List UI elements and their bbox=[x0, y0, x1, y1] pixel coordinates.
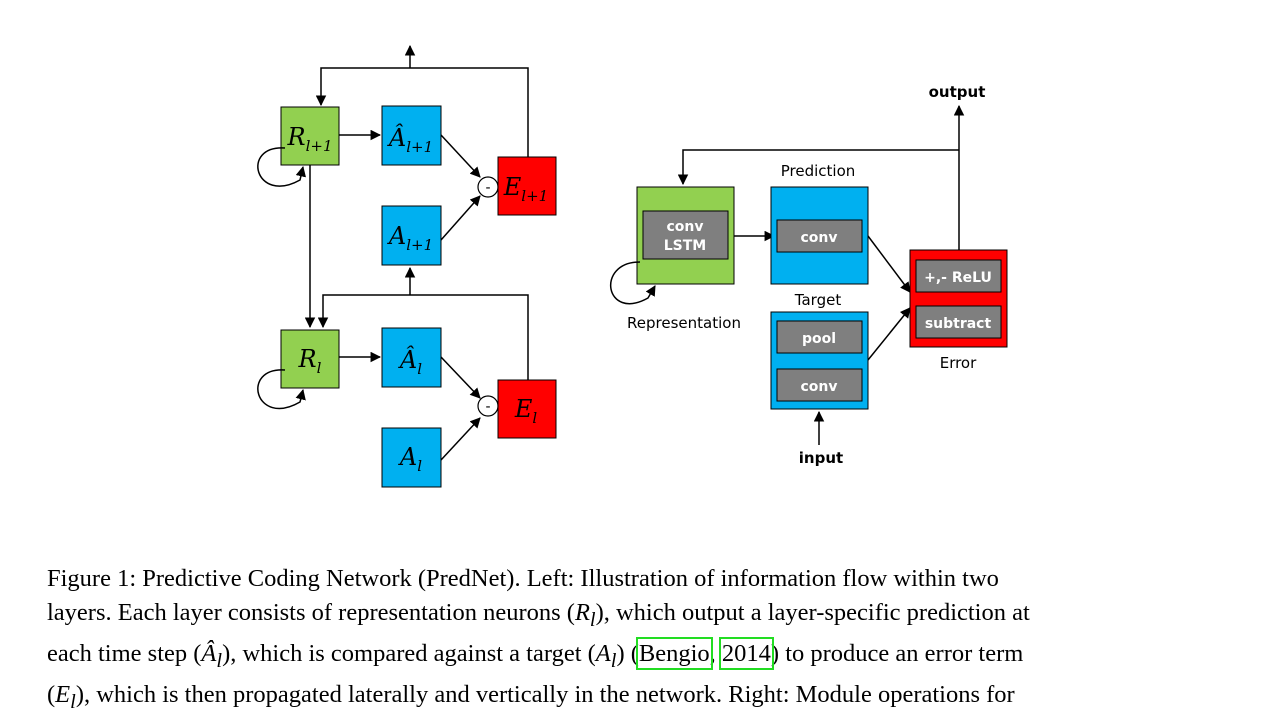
figure-caption: Figure 1: Predictive Coding Network (Pre… bbox=[47, 562, 1231, 719]
lower-top-down-arrow bbox=[317, 294, 529, 380]
target-conv-box bbox=[776, 368, 863, 402]
ahat-to-error-lower-arrow bbox=[440, 356, 481, 399]
caption-text: ) ( bbox=[616, 639, 639, 667]
ahat-upper-box bbox=[381, 105, 442, 166]
pool-label: pool bbox=[802, 331, 836, 347]
input-label: input bbox=[799, 449, 843, 467]
math-sub: l bbox=[216, 649, 223, 672]
output-label: output bbox=[929, 83, 986, 101]
a-lower-label: Al bbox=[398, 443, 422, 475]
caption-line-3: each time step (Âl), which is compared a… bbox=[47, 636, 1231, 678]
math-e: E bbox=[55, 680, 71, 708]
e-upper-label: El+1 bbox=[503, 173, 548, 205]
caption-line-1: Figure 1: Predictive Coding Network (Pre… bbox=[47, 565, 999, 592]
target-to-error-arrow bbox=[867, 307, 911, 361]
math-r: R bbox=[574, 599, 590, 626]
r-upper-box bbox=[280, 106, 340, 166]
math-sub: l bbox=[610, 649, 617, 672]
r-upper-recurrent-loop bbox=[257, 147, 306, 187]
right-diagram: output conv LSTM Representation Predicti… bbox=[609, 83, 1008, 467]
caption-text: ) to produce an error term bbox=[770, 639, 1024, 667]
relu-label: +,- ReLU bbox=[924, 270, 992, 286]
conv-lstm-label-1: conv bbox=[666, 219, 703, 235]
conv-lstm-label-2: LSTM bbox=[664, 238, 707, 254]
e-lower-label: El bbox=[514, 395, 538, 427]
citation-author-link[interactable]: Bengio bbox=[635, 636, 713, 670]
a-to-error-lower-arrow bbox=[440, 417, 481, 461]
citation-year-link[interactable]: 2014 bbox=[718, 636, 774, 670]
ahat-to-error-upper-arrow bbox=[440, 134, 481, 178]
pool-box bbox=[776, 320, 863, 354]
minus-lower-label: - bbox=[485, 399, 490, 415]
minus-lower-circle bbox=[477, 395, 499, 417]
caption-line-2: layers. Each layer consists of represent… bbox=[47, 596, 1231, 637]
conv-lstm-box bbox=[642, 210, 729, 260]
prediction-label: Prediction bbox=[781, 162, 856, 180]
prediction-conv-label: conv bbox=[800, 230, 837, 246]
a-upper-label: Al+1 bbox=[387, 222, 433, 254]
target-label: Target bbox=[794, 291, 842, 309]
r-upper-label: Rl+1 bbox=[287, 123, 333, 155]
caption-line-4: (El), which is then propagated laterally… bbox=[47, 678, 1231, 719]
caption-text: layers. Each layer consists of represent… bbox=[47, 599, 575, 626]
prediction-conv-box bbox=[776, 219, 863, 253]
caption-text: ), which is compared against a target ( bbox=[222, 639, 596, 667]
a-lower-box bbox=[381, 427, 442, 488]
caption-text: ), which output a layer-specific predict… bbox=[595, 599, 1030, 626]
upper-top-down-arrow bbox=[315, 67, 529, 157]
caption-text: , bbox=[709, 639, 716, 667]
caption-text: ), which is then propagated laterally an… bbox=[75, 680, 1015, 708]
ahat-lower-box bbox=[381, 327, 442, 388]
ahat-upper-label: Âl+1 bbox=[387, 123, 433, 156]
a-upper-box bbox=[381, 205, 442, 266]
caption-text: ( bbox=[47, 680, 56, 708]
ahat-lower-label: Âl bbox=[398, 345, 422, 378]
error-to-representation-arrow bbox=[677, 149, 959, 186]
minus-upper-circle bbox=[477, 176, 499, 198]
minus-upper-label: - bbox=[485, 180, 490, 196]
math-a: A bbox=[595, 639, 611, 667]
math-sub: l bbox=[589, 608, 596, 631]
r-lower-label: Rl bbox=[298, 345, 322, 377]
representation-label: Representation bbox=[627, 314, 741, 332]
left-diagram: Rl+1 Âl+1 Al+1 El+1 - Rl Âl bbox=[257, 44, 557, 488]
subtract-box bbox=[915, 305, 1002, 339]
relu-box bbox=[915, 259, 1002, 293]
r-lower-recurrent-loop bbox=[257, 369, 306, 410]
math-sub: l bbox=[70, 690, 76, 713]
target-conv-label: conv bbox=[800, 379, 837, 395]
subtract-label: subtract bbox=[925, 316, 992, 332]
representation-recurrent-loop bbox=[609, 261, 656, 305]
prednet-figure: Rl+1 Âl+1 Al+1 El+1 - Rl Âl bbox=[257, 44, 1008, 488]
math-ahat: Â bbox=[201, 639, 217, 667]
prediction-to-error-arrow bbox=[867, 235, 911, 293]
a-to-error-upper-arrow bbox=[440, 195, 481, 241]
error-label: Error bbox=[940, 354, 977, 372]
r-lower-box bbox=[280, 329, 340, 389]
caption-text: each time step ( bbox=[47, 639, 202, 667]
